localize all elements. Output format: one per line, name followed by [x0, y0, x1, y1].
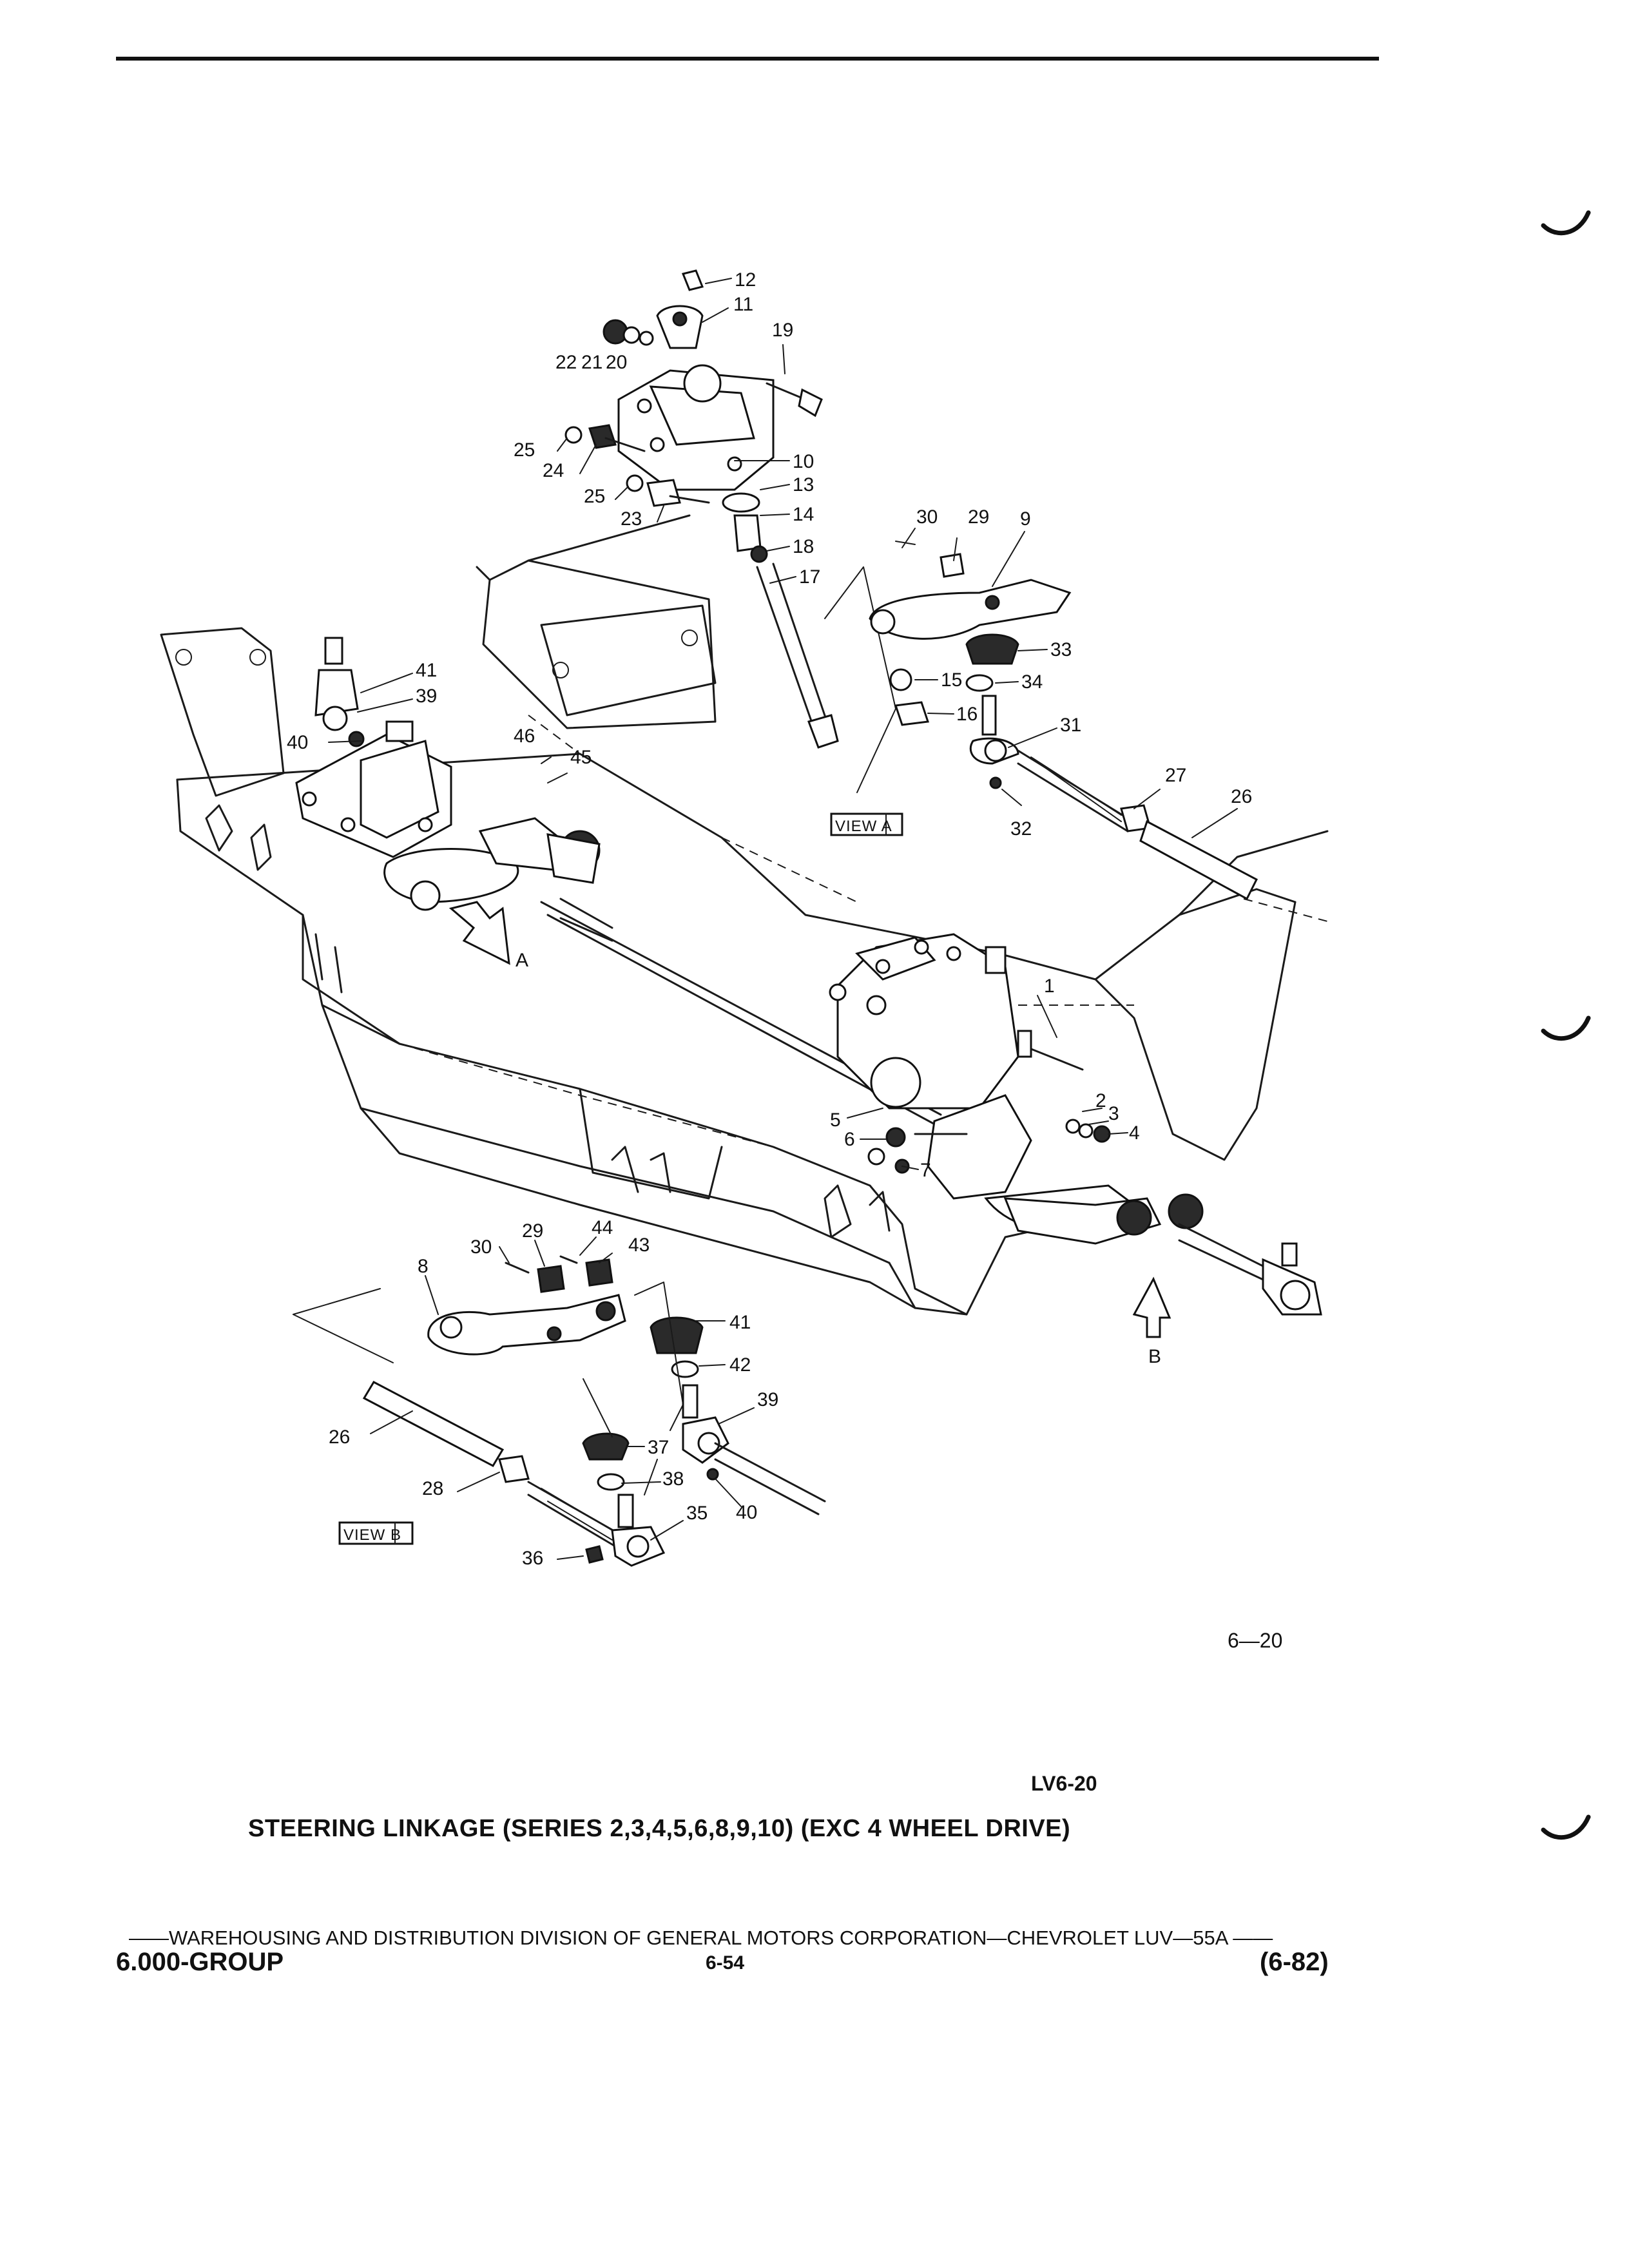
callout-9: 9: [1020, 508, 1031, 530]
callout-5: 5: [830, 1110, 841, 1131]
callout-18: 18: [793, 536, 814, 557]
callout-31: 31: [1060, 715, 1081, 736]
callout-21: 21: [581, 352, 602, 373]
figure-number: 6—20: [1228, 1629, 1283, 1652]
callout-25-lower: 25: [584, 486, 605, 507]
view-a-tag: VIEW A: [830, 812, 903, 836]
binding-mark-2: [1541, 1015, 1591, 1041]
view-b-text: VIEW B: [343, 1526, 401, 1544]
callout-8: 8: [418, 1256, 429, 1277]
callout-30-view-a: 30: [916, 506, 938, 528]
top-rule: [116, 57, 1379, 61]
view-b-explode: [293, 1255, 826, 1567]
idler-arm-bracket-assembly: [295, 637, 942, 1129]
callout-46: 46: [514, 726, 535, 747]
callout-41-frame: 41: [416, 660, 437, 681]
vehicle-frame: [160, 514, 1329, 1316]
callout-10: 10: [793, 451, 814, 472]
callout-22: 22: [555, 352, 577, 373]
callout-29-view-b: 29: [522, 1220, 543, 1242]
callout-32: 32: [1010, 818, 1032, 840]
publisher-line: ——WAREHOUSING AND DISTRIBUTION DIVISION …: [129, 1927, 1273, 1949]
callout-37: 37: [648, 1437, 669, 1458]
callout-41-view-b: 41: [729, 1312, 751, 1333]
page-caption: STEERING LINKAGE (SERIES 2,3,4,5,6,8,9,1…: [248, 1815, 1071, 1842]
callout-20: 20: [606, 352, 627, 373]
view-a-explode: [869, 528, 1328, 922]
callout-26-view-b: 26: [329, 1427, 350, 1448]
callout-3: 3: [1108, 1103, 1119, 1124]
callout-1: 1: [1044, 975, 1055, 997]
callout-43: 43: [628, 1235, 650, 1256]
callout-7: 7: [920, 1160, 931, 1181]
callout-40-view-b: 40: [736, 1502, 757, 1523]
arrow-b-label: B: [1148, 1346, 1161, 1367]
binding-mark-3: [1541, 1814, 1591, 1840]
callout-11: 11: [733, 294, 753, 315]
callout-30-view-b: 30: [470, 1236, 492, 1258]
callout-33: 33: [1050, 639, 1072, 660]
callout-23: 23: [621, 508, 642, 530]
callout-28: 28: [422, 1478, 443, 1499]
callout-24: 24: [543, 460, 564, 481]
callout-numbers: 12 11 19 22 21 20 10 25 24 25 23 13 14 1…: [287, 269, 1252, 1569]
drawing-code: LV6-20: [1031, 1772, 1097, 1795]
callout-35: 35: [686, 1503, 708, 1524]
callout-16: 16: [956, 704, 978, 725]
callout-29-view-a: 29: [968, 506, 989, 528]
callout-14: 14: [793, 504, 814, 525]
idler-arm-support-explode: [564, 269, 896, 793]
callout-38: 38: [662, 1468, 684, 1490]
callout-6: 6: [844, 1129, 855, 1150]
direction-arrow-a: A: [448, 901, 528, 971]
callout-17: 17: [799, 566, 820, 588]
callout-34: 34: [1021, 671, 1043, 693]
callout-25-upper: 25: [514, 439, 535, 461]
callout-27: 27: [1165, 765, 1186, 786]
callout-leaders: [328, 278, 1238, 1560]
callout-40-frame: 40: [287, 732, 308, 753]
callout-12: 12: [735, 269, 756, 291]
callout-45: 45: [570, 747, 592, 768]
page-number: 6-54: [706, 1952, 745, 1974]
group-number: 6.000-GROUP: [116, 1948, 284, 1976]
callout-44: 44: [592, 1217, 613, 1238]
binding-mark-1: [1541, 210, 1591, 236]
direction-arrow-b: B: [1132, 1276, 1171, 1367]
edition-date: (6-82): [1260, 1948, 1329, 1976]
view-a-text: VIEW A: [835, 818, 892, 835]
arrow-a-label: A: [516, 950, 528, 971]
callout-36: 36: [522, 1548, 543, 1569]
callout-26-view-a: 26: [1231, 786, 1252, 807]
callout-4: 4: [1129, 1122, 1140, 1144]
callout-42: 42: [729, 1354, 751, 1376]
callout-19: 19: [772, 320, 793, 341]
callout-13: 13: [793, 474, 814, 495]
callout-39-frame: 39: [416, 686, 437, 707]
view-b-tag: VIEW B: [338, 1521, 414, 1545]
callout-39-view-b: 39: [757, 1389, 778, 1410]
steering-gear-box: [829, 933, 1322, 1316]
callout-15: 15: [941, 669, 962, 691]
callout-2: 2: [1095, 1090, 1106, 1111]
